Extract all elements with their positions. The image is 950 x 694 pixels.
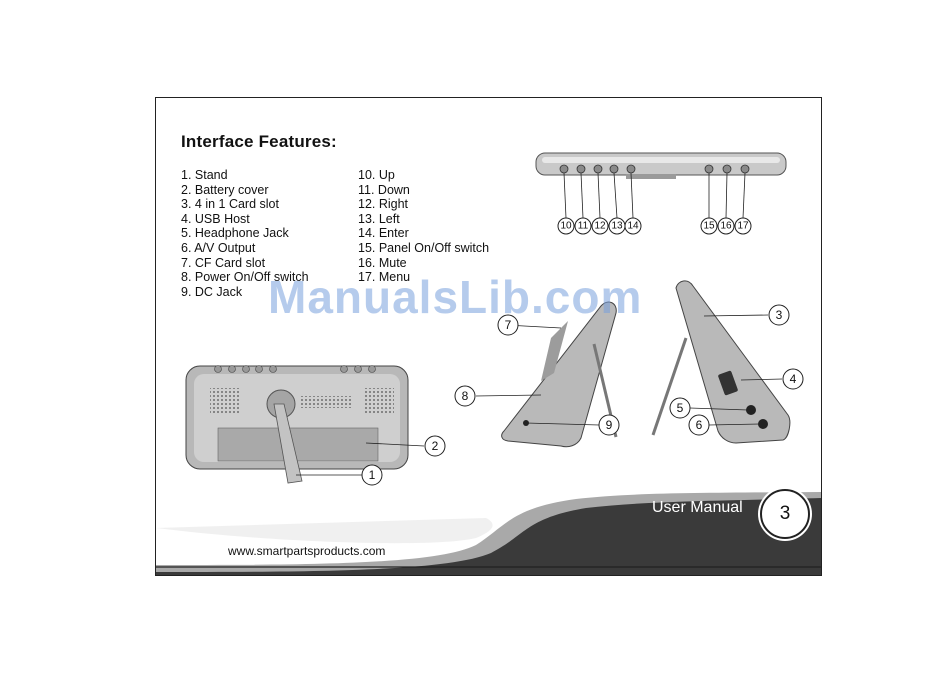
callout-label: 16 (720, 221, 732, 232)
feature-item: 6. A/V Output (181, 240, 256, 255)
feature-item: 2. Battery cover (181, 182, 269, 197)
features-list-right: 10. Up 11. Down 12. Right 13. Left 14. E… (358, 168, 489, 285)
watermark: ManualsLib.com (268, 271, 643, 323)
device-side-right: 3 4 5 6 (651, 280, 804, 444)
user-manual-label: User Manual (652, 499, 743, 516)
callout-label: 2 (432, 439, 439, 453)
callout-label: 4 (790, 372, 797, 386)
feature-item: 7. CF Card slot (181, 255, 266, 270)
manual-page: Interface Features: 1. Stand 2. Battery … (155, 97, 822, 576)
top-callouts: 10 11 12 13 14 15 16 17 (557, 217, 752, 235)
feature-item: 14. Enter (358, 226, 409, 241)
features-list-left: 1. Stand 2. Battery cover 3. 4 in 1 Card… (181, 168, 309, 299)
device-top-view: 10 11 12 13 14 15 16 17 (535, 152, 787, 235)
callout-label: 17 (737, 221, 749, 232)
feature-item: 9. DC Jack (181, 284, 243, 299)
callout-label: 10 (560, 221, 572, 232)
feature-item: 3. 4 in 1 Card slot (181, 197, 279, 212)
callout-label: 13 (611, 221, 623, 232)
device-diagram: 10 11 12 13 14 15 16 17 (156, 152, 821, 575)
feature-item: 16. Mute (358, 255, 407, 270)
callout-label: 6 (696, 418, 703, 432)
callout-label: 9 (606, 418, 613, 432)
feature-item: 13. Left (358, 211, 400, 226)
callout-label: 3 (776, 308, 783, 322)
callout-label: 15 (703, 221, 715, 232)
callout-label: 8 (462, 389, 469, 403)
callout-label: 1 (369, 468, 376, 482)
feature-item: 12. Right (358, 197, 409, 212)
feature-item: 15. Panel On/Off switch (358, 240, 490, 255)
feature-item: 4. USB Host (181, 211, 250, 226)
feature-item: 17. Menu (358, 270, 411, 285)
device-back-view: 1 2 (185, 365, 446, 486)
callout-label: 7 (505, 318, 512, 332)
callout-label: 11 (578, 221, 589, 232)
callout-label: 14 (627, 221, 639, 232)
page-number-badge: 3 (760, 489, 810, 539)
feature-item: 8. Power On/Off switch (181, 270, 309, 285)
footer-band-dark (156, 494, 821, 575)
feature-item: 1. Stand (181, 168, 228, 182)
feature-item: 10. Up (358, 168, 395, 182)
callout-label: 12 (594, 221, 606, 232)
feature-item: 11. Down (358, 182, 410, 197)
footer-band-fade (156, 518, 493, 544)
top-buttons (559, 164, 750, 174)
top-callout-lines (563, 172, 746, 219)
callout-label: 5 (677, 401, 684, 415)
page-title: Interface Features: (181, 132, 337, 151)
website-url: www.smartpartsproducts.com (228, 544, 386, 558)
device-side-left: 7 8 9 (454, 301, 620, 448)
feature-item: 5. Headphone Jack (181, 226, 289, 241)
